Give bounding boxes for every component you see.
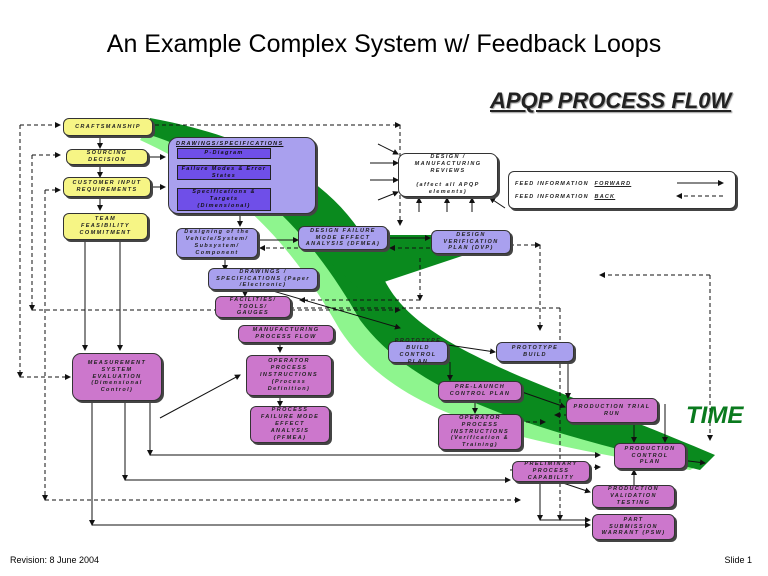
- forward-arrows: [82, 136, 706, 528]
- node-production-trial-run[interactable]: PRODUCTION TRIAL RUN: [566, 398, 658, 423]
- node-drawings-specifications-paper[interactable]: DRAWINGS / SPECIFICATIONS (Paper /Electr…: [208, 268, 318, 290]
- drawings-specifications-title: DRAWINGS/SPECIFICATIONS: [176, 141, 284, 147]
- node-failure-modes-error-states[interactable]: Failure Modes & Error States: [177, 165, 271, 180]
- footer-slide-number: Slide 1: [724, 555, 752, 565]
- node-facilities-tools-gauges[interactable]: FACILITIES/ TOOLS/ GAUGES: [215, 296, 291, 318]
- legend-arrows: [676, 180, 724, 199]
- node-designing-vehicle-system[interactable]: Designing of the Vehicle/System/ Subsyst…: [176, 228, 258, 258]
- legend-forward-word: FORWARD: [594, 181, 632, 187]
- node-prototype-build-control-plan[interactable]: PROTOTYPE BUILD CONTROL PLAN: [388, 338, 448, 365]
- legend: FEED INFORMATION FORWARD FEED INFORMATIO…: [508, 171, 736, 209]
- legend-forward-label: FEED INFORMATION: [515, 181, 589, 187]
- node-manufacturing-process-flow[interactable]: MANUFACTURING PROCESS FLOW: [238, 325, 334, 343]
- legend-back-word: BACK: [594, 194, 616, 200]
- time-label: TIME: [686, 402, 744, 429]
- node-craftsmanship[interactable]: CRAFTSMANSHIP: [63, 118, 153, 136]
- legend-forward: FEED INFORMATION FORWARD: [515, 181, 631, 187]
- node-operator-process-instructions-training[interactable]: OPERATOR PROCESS INSTRUCTIONS (Verificat…: [438, 414, 522, 450]
- node-customer-input-requirements[interactable]: CUSTOMER INPUT REQUIREMENTS: [63, 177, 151, 197]
- node-p-diagram[interactable]: P-Diagram: [177, 148, 271, 159]
- legend-back: FEED INFORMATION BACK: [515, 194, 615, 200]
- node-operator-process-instructions-definition[interactable]: OPERATOR PROCESS INSTRUCTIONS (Process D…: [246, 355, 332, 396]
- node-dvp[interactable]: DESIGN VERIFICATION PLAN (DVP): [431, 230, 511, 254]
- legend-back-label: FEED INFORMATION: [515, 194, 589, 200]
- slide-title: An Example Complex System w/ Feedback Lo…: [106, 30, 662, 58]
- node-sourcing-decision[interactable]: SOURCING DECISION: [66, 149, 148, 165]
- node-dfmea[interactable]: DESIGN FAILURE MODE EFFECT ANALYSIS (DFM…: [298, 226, 388, 250]
- node-production-validation-testing[interactable]: PRODUCTION VALIDATION TESTING: [592, 485, 675, 508]
- node-preliminary-process-capability[interactable]: PRELIMINARY PROCESS CAPABILITY: [512, 461, 590, 482]
- node-design-manufacturing-reviews[interactable]: DESIGN / MANUFACTURING REVIEWS (affect a…: [398, 153, 498, 197]
- node-part-submission-warrant[interactable]: PART SUBMISSION WARRANT (PSW): [592, 514, 675, 540]
- node-prototype-build[interactable]: PROTOTYPE BUILD: [496, 342, 574, 362]
- node-production-control-plan[interactable]: PRODUCTION CONTROL PLAN: [614, 443, 686, 469]
- node-team-feasibility-commitment[interactable]: TEAM FEASIBILITY COMMITMENT: [63, 213, 148, 240]
- node-measurement-system-evaluation[interactable]: MEASUREMENT SYSTEM EVALUATION (Dimension…: [72, 353, 162, 401]
- node-pre-launch-control-plan[interactable]: PRE-LAUNCH CONTROL PLAN: [438, 381, 522, 401]
- node-pfmea[interactable]: PROCESS FAILURE MODE EFFECT ANALYSIS (PF…: [250, 406, 330, 443]
- review-input-arrows: [370, 143, 506, 212]
- footer-revision: Revision: 8 June 2004: [10, 555, 100, 565]
- node-specifications-targets[interactable]: Specifications & Targets (Dimensional): [177, 188, 271, 211]
- diagram-title: APQP PROCESS FL0W: [490, 88, 732, 113]
